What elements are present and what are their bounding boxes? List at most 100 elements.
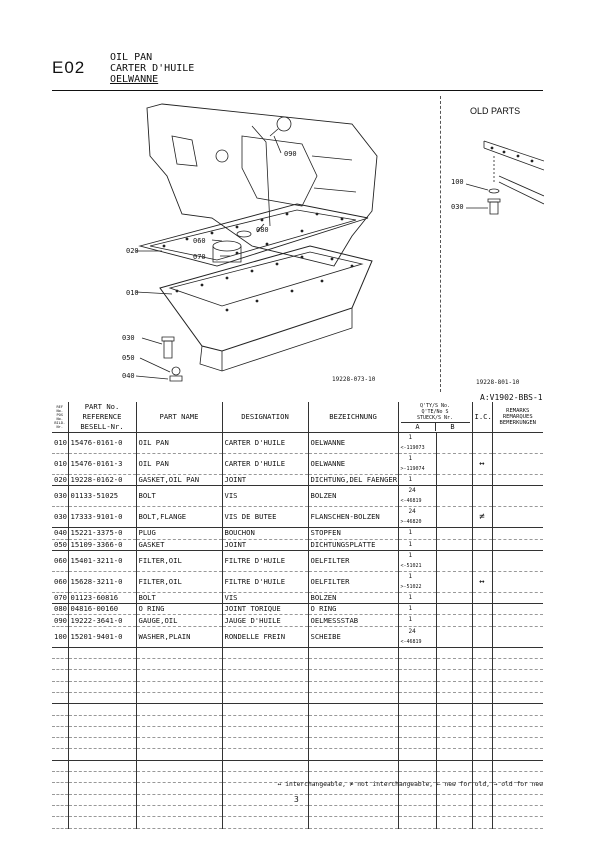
- old-callout-100: 100: [451, 178, 464, 186]
- cell-blank: [221, 703, 308, 716]
- cell-remarks: [491, 485, 543, 508]
- cell-qty-a: 1<-119073: [397, 432, 436, 454]
- cell-blank: [471, 759, 492, 773]
- cell-blank: [397, 669, 436, 682]
- cell-blank: [135, 771, 222, 784]
- cell-qty-b: [435, 626, 472, 648]
- qty-value: 1: [408, 551, 413, 559]
- cell-blank: [435, 759, 472, 773]
- cell-qty-a: 24<-46819: [397, 626, 436, 648]
- col-part-no: PART No. REFERENCE BESELL-Nr.: [67, 402, 136, 433]
- callout-020: 020: [126, 247, 139, 255]
- cell-blank: [471, 782, 492, 795]
- cell-designation: JOINT: [221, 474, 308, 487]
- cell-ref-no: 040: [52, 527, 68, 540]
- figure-separator: [440, 96, 441, 392]
- cell-blank: [67, 646, 136, 660]
- cell-part-name: BOLT: [135, 485, 222, 508]
- qty-serial-note: <-46819: [400, 638, 422, 645]
- cell-blank: [491, 794, 543, 806]
- col-bezeichnung: BEZEICHNUNG: [307, 402, 398, 433]
- cell-blank: [52, 692, 68, 705]
- cell-blank: [307, 748, 398, 761]
- cell-bezeichnung: OELFILTER: [307, 571, 398, 593]
- cell-blank: [135, 692, 222, 705]
- cell-blank: [52, 794, 68, 806]
- cell-bezeichnung: STOPFEN: [307, 527, 398, 540]
- cell-remarks: [491, 539, 543, 551]
- cell-blank: [135, 726, 222, 739]
- cell-blank: [67, 805, 136, 818]
- cell-blank: [67, 703, 136, 716]
- cell-remarks: [491, 592, 543, 605]
- cell-blank: [471, 794, 492, 806]
- table-row-blank: [52, 646, 543, 660]
- cell-blank: [307, 646, 398, 660]
- cell-designation: CARTER D'HUILE: [221, 453, 308, 475]
- cell-part-no: 19222-3641-0: [67, 614, 136, 627]
- cell-blank: [471, 748, 492, 761]
- cell-bezeichnung: OELMESSSTAB: [307, 614, 398, 627]
- cell-ref-no: 050: [52, 539, 68, 551]
- cell-blank: [307, 658, 398, 671]
- cell-blank: [397, 646, 436, 660]
- cell-blank: [435, 782, 472, 795]
- cell-blank: [471, 658, 492, 671]
- cell-ref-no: 020: [52, 474, 68, 487]
- table-row-blank: [52, 816, 543, 829]
- cell-remarks: [491, 571, 543, 593]
- col-remarks-l1: REMARKS: [506, 408, 530, 414]
- cell-designation: BOUCHON: [221, 527, 308, 540]
- model-code: A:V1902-BBS-1: [480, 393, 543, 402]
- title-de: OELWANNE: [110, 74, 159, 85]
- cell-blank: [67, 726, 136, 739]
- cell-blank: [397, 658, 436, 671]
- col-part-no-l3: BESELL-Nr.: [80, 422, 124, 431]
- cell-blank: [52, 737, 68, 750]
- cell-blank: [307, 771, 398, 784]
- cell-part-name: OIL PAN: [135, 453, 222, 475]
- cell-part-no: 17333-9101-0: [67, 506, 136, 529]
- cell-ref-no: 030: [52, 506, 68, 529]
- cell-blank: [471, 703, 492, 716]
- cell-qty-a: 1>-51022: [397, 571, 436, 593]
- cell-qty-b: [435, 453, 472, 475]
- cell-ref-no: 070: [52, 592, 68, 605]
- cell-blank: [67, 794, 136, 806]
- cell-ic: [471, 485, 492, 508]
- cell-part-name: GAUGE,OIL: [135, 614, 222, 627]
- table-row-blank: [52, 726, 543, 739]
- callout-090: 090: [284, 150, 297, 158]
- cell-blank: [491, 771, 543, 784]
- qty-value: 1: [408, 593, 413, 601]
- cell-qty-b: [435, 432, 472, 454]
- cell-blank: [67, 669, 136, 682]
- col-part-no-l2: REFERENCE: [82, 412, 122, 421]
- cell-blank: [221, 759, 308, 773]
- cell-blank: [52, 658, 68, 671]
- cell-blank: [397, 805, 436, 818]
- cell-blank: [397, 737, 436, 750]
- cell-blank: [221, 782, 308, 795]
- cell-ic: [471, 527, 492, 540]
- cell-remarks: [491, 603, 543, 616]
- table-row-blank: [52, 681, 543, 693]
- cell-designation: VIS: [221, 485, 308, 508]
- cell-blank: [397, 771, 436, 784]
- cell-ic: [471, 549, 492, 572]
- cell-qty-b: [435, 485, 472, 508]
- cell-part-no: 15401-3211-0: [67, 549, 136, 572]
- old-figure-ref: 19228-801-10: [476, 379, 520, 386]
- cell-blank: [491, 782, 543, 795]
- cell-ic: [471, 614, 492, 627]
- title-fr: CARTER D'HUILE: [110, 63, 195, 74]
- col-part-name: PART NAME: [135, 402, 222, 433]
- cell-bezeichnung: SCHEIBE: [307, 626, 398, 648]
- callout-040: 040: [122, 372, 135, 380]
- cell-blank: [67, 681, 136, 693]
- cell-blank: [397, 816, 436, 829]
- old-callout-030: 030: [451, 203, 464, 211]
